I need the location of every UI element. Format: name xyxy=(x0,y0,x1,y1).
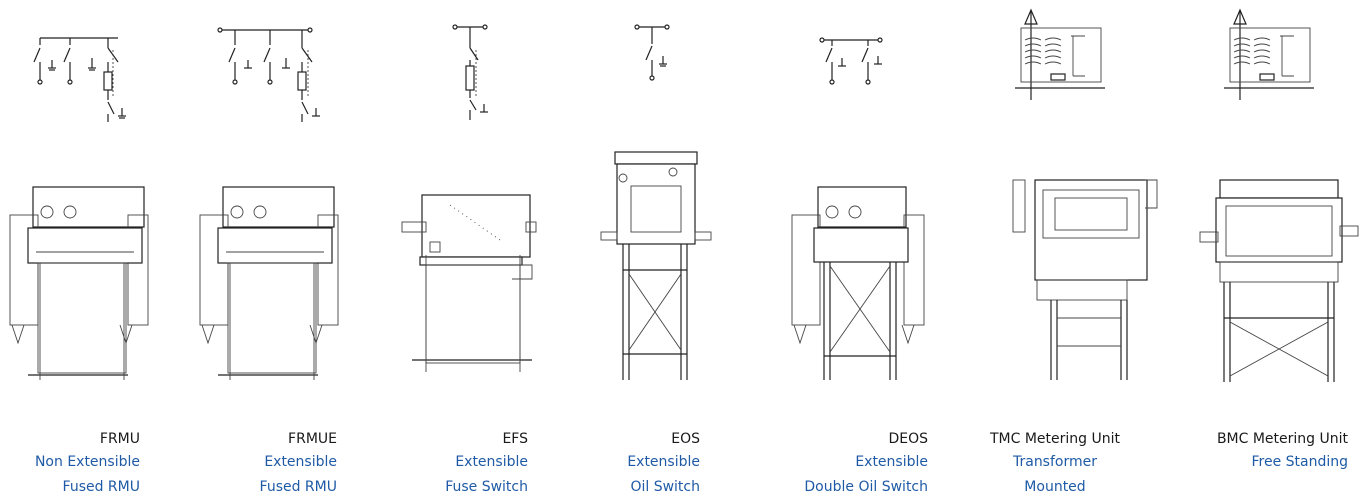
product-code: FRMUE xyxy=(288,431,337,447)
eos-caption: EOS Extensible Oil Switch xyxy=(627,428,700,500)
product-efs: EFS Extensible Fuse Switch xyxy=(390,0,540,497)
product-desc-line-2: Fused RMU xyxy=(259,479,337,495)
tmc-caption: TMC Metering Unit Transformer Mounted xyxy=(985,428,1125,500)
product-code: BMC Metering Unit xyxy=(1216,431,1348,447)
efs-single-line-diagram xyxy=(401,24,537,372)
product-desc-line-1: Extensible xyxy=(627,454,700,470)
product-tmc: TMC Metering Unit Transformer Mounted xyxy=(975,0,1175,497)
product-deos: DEOS Extensible Double Oil Switch xyxy=(780,0,940,497)
bmc-caption: BMC Metering Unit Free Standing xyxy=(1217,428,1348,475)
bmc-metering-diagram xyxy=(1199,8,1359,382)
deos-caption: DEOS Extensible Double Oil Switch xyxy=(804,428,928,500)
product-desc-line-2: Fuse Switch xyxy=(445,479,528,495)
product-desc-line-1: Extensible xyxy=(455,454,528,470)
product-code: DEOS xyxy=(888,431,928,447)
product-code: TMC Metering Unit xyxy=(989,431,1120,447)
product-desc-line-2: Fused RMU xyxy=(62,479,140,495)
frmu-single-line-diagram xyxy=(9,37,149,380)
product-eos: EOS Extensible Oil Switch xyxy=(595,0,715,497)
product-desc-line-2: Double Oil Switch xyxy=(804,479,928,495)
product-desc-line-2: Oil Switch xyxy=(630,479,700,495)
product-bmc: BMC Metering Unit Free Standing xyxy=(1190,0,1364,497)
product-desc-line-1: Transformer xyxy=(1012,454,1097,470)
product-desc-line-1: Extensible xyxy=(264,454,337,470)
product-desc-line-1: Free Standing xyxy=(1251,454,1348,470)
efs-caption: EFS Extensible Fuse Switch xyxy=(445,428,528,500)
tmc-metering-diagram xyxy=(1012,8,1158,380)
product-frmu: FRMU Non Extensible Fused RMU xyxy=(0,0,160,497)
product-code: EFS xyxy=(502,431,528,447)
frmue-single-line-diagram xyxy=(199,27,339,380)
product-desc-line-1: Extensible xyxy=(855,454,928,470)
product-code: EOS xyxy=(671,431,700,447)
deos-single-line-diagram xyxy=(791,37,925,380)
frmu-caption: FRMU Non Extensible Fused RMU xyxy=(35,428,140,500)
product-frmue: FRMUE Extensible Fused RMU xyxy=(190,0,350,497)
product-desc-line-2: Mounted xyxy=(1024,479,1086,495)
frmue-caption: FRMUE Extensible Fused RMU xyxy=(260,428,337,500)
product-desc-line-1: Non Extensible xyxy=(34,454,140,470)
product-code: FRMU xyxy=(99,431,140,447)
eos-single-line-diagram xyxy=(600,24,712,380)
